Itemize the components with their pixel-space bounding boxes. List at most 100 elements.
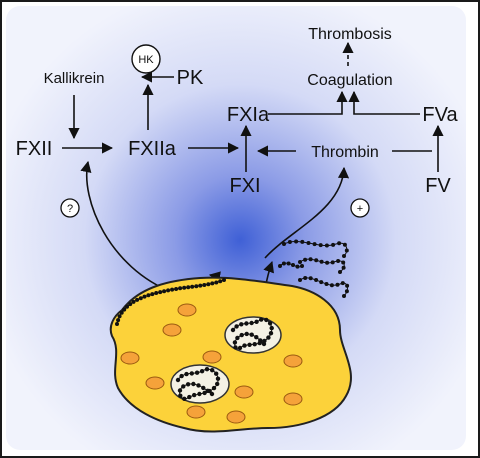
dna-strand-4-bead [295,264,300,269]
dna-strand-2-bead [341,260,346,265]
dna-strand-left-bead [115,322,119,326]
unknown-marker: ? [67,203,73,215]
chromatin-lower-bead [181,384,186,389]
dna-strand-left-bead [131,299,136,304]
dna-strand-left-bead [182,285,187,290]
granule [145,376,165,390]
dna-strand-left-bead [222,278,226,282]
dna-strand-3-bead [314,278,319,282]
dna-strand-left-bead [116,318,121,323]
unknown-marker-circle [60,198,80,218]
dna-strand-left-bead [158,290,163,295]
dna-strand-2-bead [303,257,308,262]
dna-strand-3-bead [335,282,340,287]
dna-strand-left-bead [146,293,151,298]
label-coagulation: Coagulation [307,72,392,89]
dna-strand-left-bead [206,282,211,287]
chromatin-lower-bead [177,388,183,393]
dna-strand-left-bead [138,296,143,301]
chromatin-upper-bead [237,345,243,351]
chromatin-lower-bead [202,390,207,396]
dna-strand-1-bead [342,242,347,247]
granule [162,323,182,337]
chromatin-lower-bead [215,376,221,381]
dna-strand-left-bead [154,291,159,295]
dna-strand-2-bead [336,259,341,263]
granule [186,405,206,419]
chromatin-upper-bead [244,331,249,337]
chromatin-lower-bead [210,368,215,373]
dna-strand-left-bead [210,281,215,286]
chromatin-lower-bead [182,396,187,401]
chromatin-lower-bead [192,392,197,398]
dna-strand-left-bead [119,310,124,315]
dna-strand-1-bead [306,241,311,245]
dna-strand-2-bead [319,259,324,264]
label-fva: FVa [422,104,458,126]
dna-strand-1-bead [324,243,329,248]
dna-strand-1-bead [318,243,323,248]
dna-strand-3-bead [342,294,346,298]
dna-to-thrombin-arrow [264,166,350,259]
dna-strand-3-bead [298,278,302,282]
dna-strand-3-bead [345,283,350,288]
label-hk: HK [138,54,154,66]
chromatin-upper-bead [258,338,263,343]
dna-strand-3-bead [329,283,334,288]
dna-strand-4-bead [286,261,291,266]
extruded-dna [115,239,350,326]
granule [120,351,140,365]
dna-strand-1-bead [294,239,299,244]
chromatin-upper-bead [235,335,240,341]
dna-strand-left-bead [214,280,219,285]
chromatin-upper-bead [244,321,249,326]
chromatin-lower-bead [215,381,220,387]
chromatin-upper-bead [264,317,269,323]
chromatin-lower-bead [179,373,184,379]
chromatin-upper-bead [261,341,267,347]
dna-strand-left-bead [117,314,122,319]
fva-to-coagulation-arrow [348,90,420,115]
dna-strand-4-bead [291,263,295,267]
dna-strand-left-bead [166,288,171,293]
cell-body [109,276,352,433]
dna-strand-1-bead [331,242,336,247]
chromatin-upper-bead [268,331,274,336]
dna-strand-left-bead [194,284,199,289]
chromatin-lower-bead [191,381,196,387]
dna-strand-left-bead [135,297,140,302]
chromatin-upper-bead [267,321,273,326]
chromatin-upper-bead [266,335,271,340]
dna-strand-1-bead [344,248,349,253]
granule [177,303,197,317]
chromatin-lower-bead [214,371,219,376]
dna-strand-left-bead [186,285,191,290]
chromatin-upper-bead [249,332,254,337]
positive-marker-circle [350,198,370,218]
chromatin [175,317,274,401]
chromatin-upper-bead [254,319,259,324]
dna-strand-left-bead [218,279,223,284]
dna-strand-1-bead [282,242,286,246]
dna-strand-left-bead [190,284,195,289]
granules [120,303,303,424]
dna-strand-4-bead [278,264,282,268]
dna-strand-1-bead [300,239,305,244]
granule [234,385,254,399]
chromatin-upper-bead [234,324,239,329]
chromatin-lower-bead [197,391,202,397]
hk-circle [131,44,161,74]
dna-strand-left-bead [162,289,167,294]
dna-strand-1-bead [342,254,346,258]
dna-strand-3-bead [303,276,308,280]
granule [283,354,303,368]
dna-strand-left-bead [122,307,127,312]
chromatin-upper-bead [230,327,236,333]
chromatin-lower-bead [184,371,189,377]
dna-strand-3-bead [344,289,349,294]
granule [202,350,222,364]
dna-strand-3-bead [340,281,345,286]
dna-strand-left-bead [202,283,207,287]
chromatin-lower-bead [196,383,201,388]
